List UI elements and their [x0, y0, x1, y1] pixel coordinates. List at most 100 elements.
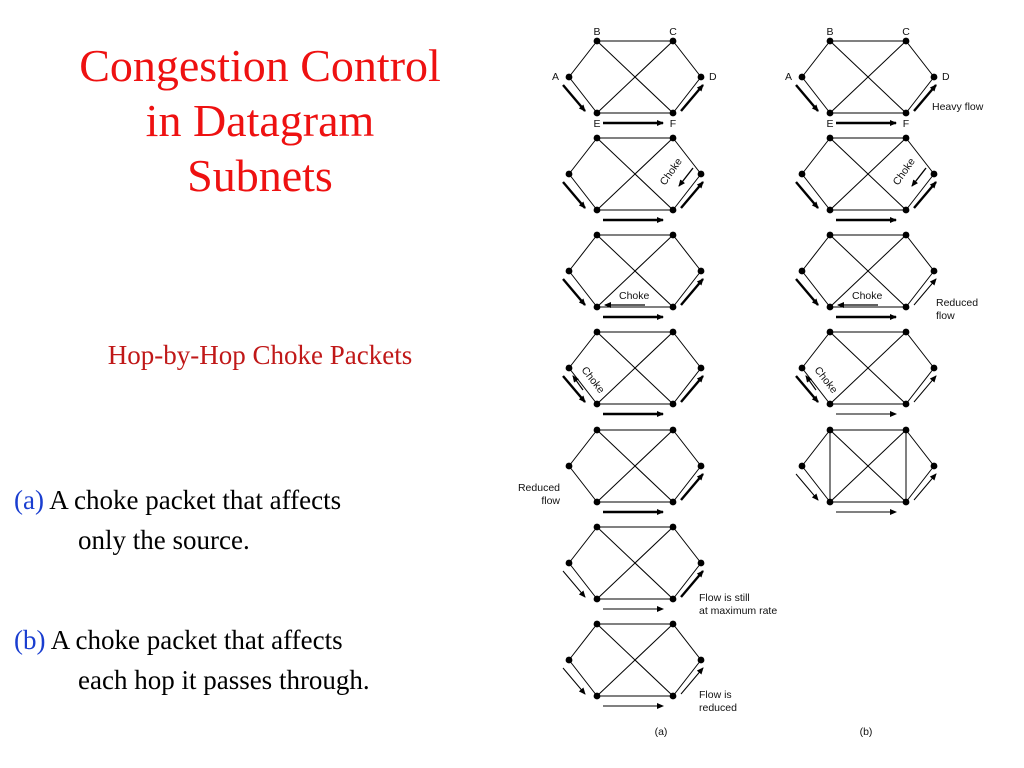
router-node-F [902, 206, 910, 214]
router-node-F [902, 109, 910, 117]
link-CD [672, 331, 702, 369]
node-label-F: F [903, 118, 909, 130]
flow-arrow-left [562, 84, 586, 112]
link-CD [672, 234, 702, 272]
link-FD [905, 367, 935, 405]
slide-subtitle: Hop-by-Hop Choke Packets [107, 340, 413, 370]
link-FD [905, 76, 935, 114]
router-node-B [826, 231, 834, 239]
router-node-B [826, 37, 834, 45]
link-FD [672, 173, 702, 211]
router-node-E [593, 109, 601, 117]
router-node-E [593, 400, 601, 408]
choke-label: Choke [812, 364, 840, 395]
link-FD [672, 465, 702, 503]
flow-arrow-right [913, 181, 937, 209]
network-graph-a4: Choke [562, 328, 705, 417]
router-node-C [669, 426, 677, 434]
router-node-F [902, 303, 910, 311]
flow-arrow-left [795, 84, 819, 112]
router-node-D [697, 462, 705, 470]
router-node-C [902, 231, 910, 239]
router-node-A [565, 170, 573, 178]
link-CE [829, 40, 907, 114]
link-AB [568, 331, 598, 369]
link-AE [801, 465, 831, 503]
link-FD [905, 465, 935, 503]
node-label-D: D [942, 71, 950, 83]
router-node-D [697, 170, 705, 178]
link-AB [568, 526, 598, 564]
flow-arrow-left [562, 278, 586, 306]
router-node-B [593, 426, 601, 434]
flow-arrow-left [562, 570, 586, 598]
reduced-flow-label-a-2: flow [541, 495, 560, 507]
bullet-b: (b) A choke packet that affects each hop… [14, 620, 494, 700]
node-label-C: C [669, 26, 677, 38]
flow-arrow-left [562, 667, 586, 695]
choke-label: Choke [852, 290, 883, 302]
link-FD [672, 367, 702, 405]
link-AE [568, 659, 598, 697]
router-node-A [798, 170, 806, 178]
router-node-E [826, 400, 834, 408]
node-label-E: E [593, 118, 600, 130]
router-node-E [826, 109, 834, 117]
router-node-C [669, 620, 677, 628]
bullet-a: (a) A choke packet that affects only the… [14, 480, 494, 560]
router-node-C [669, 328, 677, 336]
router-node-B [826, 426, 834, 434]
slide-title: Congestion Control in Datagram Subnets [20, 38, 500, 203]
router-node-E [593, 303, 601, 311]
node-label-A: A [552, 71, 559, 83]
link-CE [596, 234, 674, 308]
router-node-B [826, 134, 834, 142]
link-AE [568, 76, 598, 114]
router-node-F [669, 303, 677, 311]
router-node-B [593, 134, 601, 142]
bullet-b-tag: (b) [14, 625, 46, 655]
link-CD [905, 429, 935, 467]
router-node-F [669, 498, 677, 506]
link-CE [829, 331, 907, 405]
router-node-F [902, 498, 910, 506]
link-FD [672, 562, 702, 600]
figure-caption-b: (b) [860, 726, 873, 738]
title-line-3: Subnets [187, 150, 333, 201]
link-AB [801, 137, 831, 175]
choke-arrow [805, 375, 817, 391]
link-AB [801, 40, 831, 78]
router-node-A [565, 364, 573, 372]
router-node-D [930, 73, 938, 81]
link-AE [801, 270, 831, 308]
router-node-A [798, 73, 806, 81]
heavy-flow-label: Heavy flow [932, 101, 984, 113]
router-node-A [798, 364, 806, 372]
flow-arrow-right [680, 181, 704, 209]
flow-arrow-right [913, 278, 937, 306]
reduced-flow-label-b-1: Reduced [936, 297, 978, 309]
link-AE [801, 173, 831, 211]
choke-label: Choke [619, 290, 650, 302]
link-AE [568, 465, 598, 503]
title-line-2: in Datagram [145, 95, 375, 146]
link-CD [672, 623, 702, 661]
router-node-A [565, 656, 573, 664]
flow-arrow-right [913, 375, 937, 403]
router-node-C [669, 37, 677, 45]
router-node-D [697, 559, 705, 567]
node-label-D: D [709, 71, 717, 83]
link-AE [568, 562, 598, 600]
link-FD [672, 76, 702, 114]
link-AE [568, 270, 598, 308]
link-CD [672, 137, 702, 175]
choke-arrow [911, 167, 927, 187]
link-FD [672, 270, 702, 308]
flow-arrow-right [680, 473, 704, 501]
router-node-A [565, 267, 573, 275]
link-CE [829, 234, 907, 308]
